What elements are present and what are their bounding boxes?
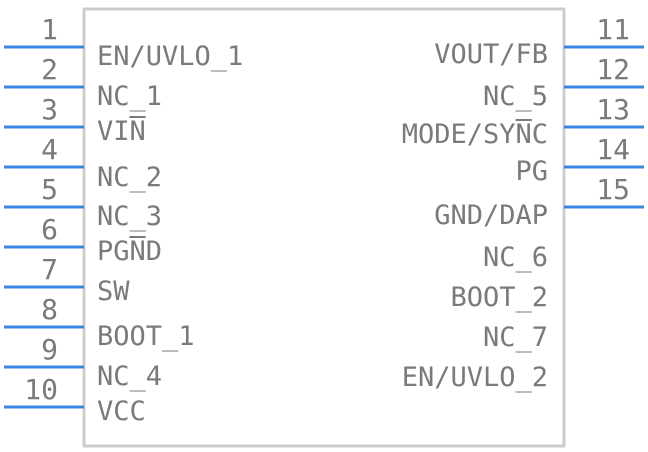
pin-number-6: 6 <box>41 213 58 246</box>
pin-label-pgnd: PGND <box>97 236 162 267</box>
pin-number-2: 2 <box>41 53 58 86</box>
pin-number-11: 11 <box>596 13 630 46</box>
pin-number-15: 15 <box>596 173 630 206</box>
pin-label-nc-4: NC_4 <box>97 361 162 392</box>
pin-label-nc-7: NC_7 <box>483 322 548 353</box>
pin-label-nc-3: NC_3 <box>97 201 162 232</box>
pin-number-7: 7 <box>41 253 58 286</box>
pin-label-sw: SW <box>97 276 130 307</box>
pin-number-4: 4 <box>41 133 58 166</box>
pin-label-pg: PG <box>515 156 548 187</box>
pin-label-nc-6: NC_6 <box>483 242 548 273</box>
pin-label-nc-5: NC_5 <box>483 81 548 112</box>
pin-label-mode-sync: MODE/SYNC <box>402 119 548 150</box>
pin-label-boot-1: BOOT_1 <box>97 321 195 352</box>
pin-label-en-uvlo-1: EN/UVLO_1 <box>97 41 243 72</box>
pin-label-vin: VIN <box>97 116 146 147</box>
pin-number-9: 9 <box>41 333 58 366</box>
ic-body <box>82 7 566 448</box>
pin-number-5: 5 <box>41 173 58 206</box>
pin-label-vout-fb: VOUT/FB <box>434 39 548 70</box>
pin-label-vcc: VCC <box>97 396 146 427</box>
pin-number-10: 10 <box>24 373 58 406</box>
pin-label-nc-2: NC_2 <box>97 162 162 193</box>
pin-number-1: 1 <box>41 13 58 46</box>
pin-number-12: 12 <box>596 53 630 86</box>
pin-number-14: 14 <box>596 133 630 166</box>
pin-label-boot-2: BOOT_2 <box>450 282 548 313</box>
pin-number-3: 3 <box>41 93 58 126</box>
pin-number-8: 8 <box>41 293 58 326</box>
pin-label-en-uvlo-2: EN/UVLO_2 <box>402 362 548 393</box>
pin-label-nc-1: NC_1 <box>97 81 162 112</box>
pin-number-13: 13 <box>596 93 630 126</box>
pin-label-gnd-dap: GND/DAP <box>434 200 548 231</box>
